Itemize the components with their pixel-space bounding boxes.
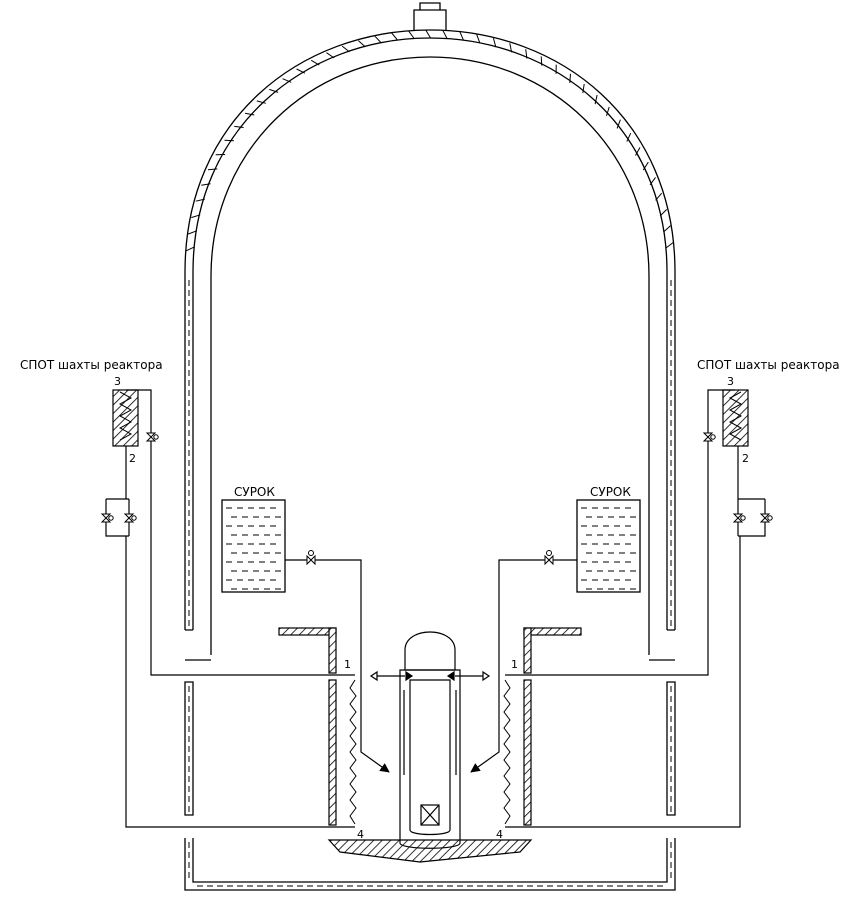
dome-hatch-tick bbox=[476, 34, 481, 44]
valve-actuator-icon bbox=[131, 515, 137, 521]
node-right-4: 4 bbox=[496, 828, 503, 841]
containment-lower-wall bbox=[184, 681, 676, 891]
dome-hatch-tick bbox=[582, 83, 585, 94]
dome-hatch-tick bbox=[282, 78, 292, 83]
hx-left-top-number: 3 bbox=[114, 375, 121, 388]
valve-actuator-icon bbox=[108, 515, 114, 521]
dome-hatch-tick bbox=[425, 29, 432, 39]
zigzag-left bbox=[349, 679, 357, 825]
valve-actuator-icon bbox=[740, 515, 746, 521]
lower-wall-dashes bbox=[188, 686, 672, 887]
dome-hatch-tick bbox=[391, 32, 398, 41]
dome-hatch-tick bbox=[569, 73, 571, 84]
dome-hatch-tick bbox=[626, 132, 632, 142]
hx-right-top-number: 3 bbox=[727, 375, 734, 388]
cooling-piping-left bbox=[105, 389, 355, 828]
cooling-piping-right bbox=[505, 389, 766, 828]
dome-hatch-tick bbox=[408, 30, 415, 39]
tank-left bbox=[221, 499, 286, 593]
dome-hatch-tick bbox=[234, 125, 244, 128]
hx-left-bottom-number: 2 bbox=[129, 452, 136, 465]
dome-hatch-tick bbox=[187, 230, 197, 235]
dome-hatch-tick bbox=[207, 168, 218, 171]
dome-hatch-tick bbox=[224, 139, 234, 142]
dome-hatch-tick bbox=[310, 59, 320, 66]
hx-left bbox=[112, 389, 139, 447]
tank-right bbox=[576, 499, 641, 593]
node-right-1: 1 bbox=[511, 658, 518, 671]
dome-hatch-tick bbox=[195, 198, 205, 202]
valve-icon bbox=[145, 432, 157, 442]
valve-actuator-icon bbox=[767, 515, 773, 521]
hx-right bbox=[722, 389, 749, 447]
dome-hatch-tick bbox=[663, 225, 671, 233]
dome-hatch-tick bbox=[616, 119, 621, 129]
piping-valves bbox=[100, 432, 773, 523]
dome-hatch-tick bbox=[245, 112, 255, 116]
dome-hatch-tick bbox=[191, 214, 201, 219]
dome-hatch-tick bbox=[642, 161, 649, 171]
dome-hatch-tick bbox=[655, 192, 663, 201]
valve-icon bbox=[123, 513, 135, 523]
dome-hatch-tick bbox=[635, 147, 641, 156]
dome-hatch-tick bbox=[374, 35, 382, 44]
hx-right-bottom-number: 2 bbox=[742, 452, 749, 465]
spot-right-label: СПОТ шахты реактора bbox=[697, 358, 840, 372]
dome-hatch-tick bbox=[606, 106, 610, 117]
valve-icon bbox=[702, 432, 714, 442]
reactor-vessel bbox=[399, 631, 461, 849]
dome-hatch-tick bbox=[665, 242, 674, 249]
dome-hatch-tick bbox=[525, 49, 528, 59]
top-nozzle bbox=[413, 2, 447, 30]
tank-left-label: СУРОК bbox=[234, 485, 275, 499]
valve-actuator-icon bbox=[153, 434, 159, 440]
valve-icon bbox=[732, 513, 744, 523]
reactor-nozzles bbox=[369, 670, 491, 682]
dome-hatch-tick bbox=[326, 52, 335, 59]
dome-hatch-tick bbox=[341, 45, 350, 53]
tank-valves bbox=[306, 550, 554, 566]
dome-hatch-tick bbox=[269, 88, 279, 93]
valve-icon bbox=[759, 513, 771, 523]
valve-icon bbox=[100, 513, 112, 523]
tank-lines bbox=[285, 559, 577, 773]
valve-actuator-icon bbox=[710, 434, 716, 440]
dome-hatch-tick bbox=[649, 177, 656, 186]
dome-hatch-tick bbox=[492, 38, 497, 48]
dome-hatch-tick bbox=[442, 30, 448, 39]
dome-hatching bbox=[185, 29, 674, 626]
dome-hatch-tick bbox=[296, 68, 306, 74]
shaft-walls bbox=[278, 627, 582, 863]
dome-hatch-tick bbox=[659, 209, 668, 217]
containment-dome bbox=[184, 29, 676, 655]
dome-hatch-tick bbox=[185, 246, 195, 252]
dome-hatch-tick bbox=[459, 31, 465, 41]
dome-hatch-tick bbox=[358, 40, 366, 48]
tank-right-label: СУРОК bbox=[590, 485, 631, 499]
node-left-1: 1 bbox=[344, 658, 351, 671]
dome-hatch-tick bbox=[256, 100, 266, 104]
dome-hatch-tick bbox=[201, 183, 211, 186]
dome-hatch-tick bbox=[509, 43, 513, 53]
node-left-4: 4 bbox=[357, 828, 364, 841]
dome-hatch-tick bbox=[594, 94, 598, 105]
spot-left-label: СПОТ шахты реактора bbox=[20, 358, 163, 372]
zigzag-right bbox=[503, 679, 511, 825]
dome-hatch-tick bbox=[540, 56, 543, 66]
